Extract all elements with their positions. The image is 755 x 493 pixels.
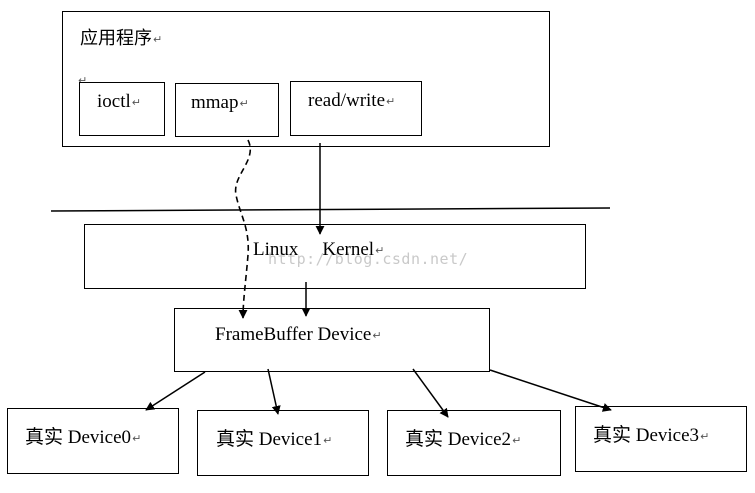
arrow-framebuffer-to-device3 [489,369,612,412]
paragraph-mark-icon: ↵ [131,96,141,109]
device2-box [387,410,561,476]
read-write-label: read/write↵ [308,90,396,111]
device0-box [7,408,179,474]
framebuffer-device-box [174,308,490,372]
paragraph-mark-icon: ↵ [372,329,382,342]
paragraph-mark-icon: ↵ [153,33,163,46]
ioctl-label: ioctl↵ [97,91,141,112]
paragraph-mark-icon: ↵ [700,430,710,443]
linux-kernel-label: Linux Kernel↵ [253,240,384,259]
paragraph-mark-icon: ↵ [323,434,333,447]
device0-label: 真实 Device0↵ [25,427,142,448]
application-title-text: 应用程序 [80,28,152,49]
device1-box [197,410,369,476]
device3-label: 真实 Device3↵ [593,425,710,446]
paragraph-mark-icon: ↵ [512,434,522,447]
linux-word: Linux [253,239,299,260]
read-write-box[interactable] [290,81,422,136]
arrow-framebuffer-to-device1 [267,368,281,415]
paragraph-mark-icon: ↵ [78,74,88,87]
user-kernel-separator [50,207,611,212]
framebuffer-device-label: FrameBuffer Device↵ [215,324,382,345]
mmap-box[interactable] [175,83,279,137]
device1-label: 真实 Device1↵ [216,429,333,450]
device3-box [575,406,747,472]
watermark: http://blog.csdn.net/ [268,250,469,268]
paragraph-mark-icon: ↵ [375,244,385,257]
linux-kernel-box [84,224,586,289]
arrow-framebuffer-to-device0 [145,371,206,411]
paragraph-mark-icon: ↵ [239,97,249,110]
mmap-label: mmap↵ [191,92,249,113]
application-title: 应用程序↵ [80,30,162,48]
paragraph-mark-icon: ↵ [386,95,396,108]
kernel-word: Kernel [322,239,375,260]
device2-label: 真实 Device2↵ [405,429,522,450]
ioctl-box[interactable] [79,82,165,136]
paragraph-mark-icon: ↵ [132,432,142,445]
